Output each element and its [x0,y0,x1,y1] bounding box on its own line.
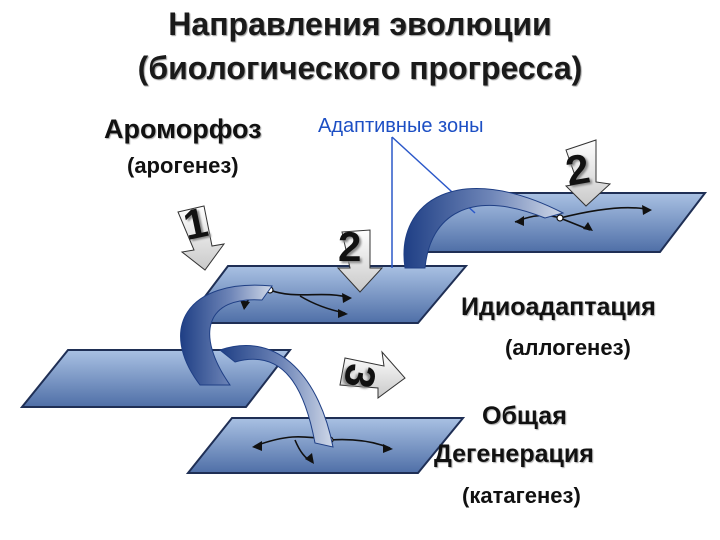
aromorphosis-arrow-2 [403,188,565,269]
general-label: Общая [482,402,567,430]
number-arrow-3 [339,350,406,399]
allogenesis-label: (аллогенез) [505,335,631,360]
arogenesis-label: (арогенез) [127,153,239,178]
number-arrow-2-top [564,139,612,207]
catagenesis-label: (катагенез) [462,483,581,508]
idioadaptation-label: Идиоадаптация [461,293,656,321]
aromorphosis-arrow-1 [180,284,273,386]
adaptive-zones-label: Адаптивные зоны [318,115,484,137]
plane-left [19,349,293,408]
lineage-arrowheads [240,205,652,464]
aromorphosis-label: Ароморфоз [104,114,262,144]
number-arrow-2-middle [336,229,384,293]
title-line-1: Направления эволюции [168,6,552,42]
number-arrow-1 [177,205,226,271]
degeneration-label: Дегенерация [434,440,594,468]
title-line-2: (биологического прогресса) [137,50,583,86]
number-2-middle: 2 [338,223,362,270]
degeneration-arrow [218,345,334,448]
